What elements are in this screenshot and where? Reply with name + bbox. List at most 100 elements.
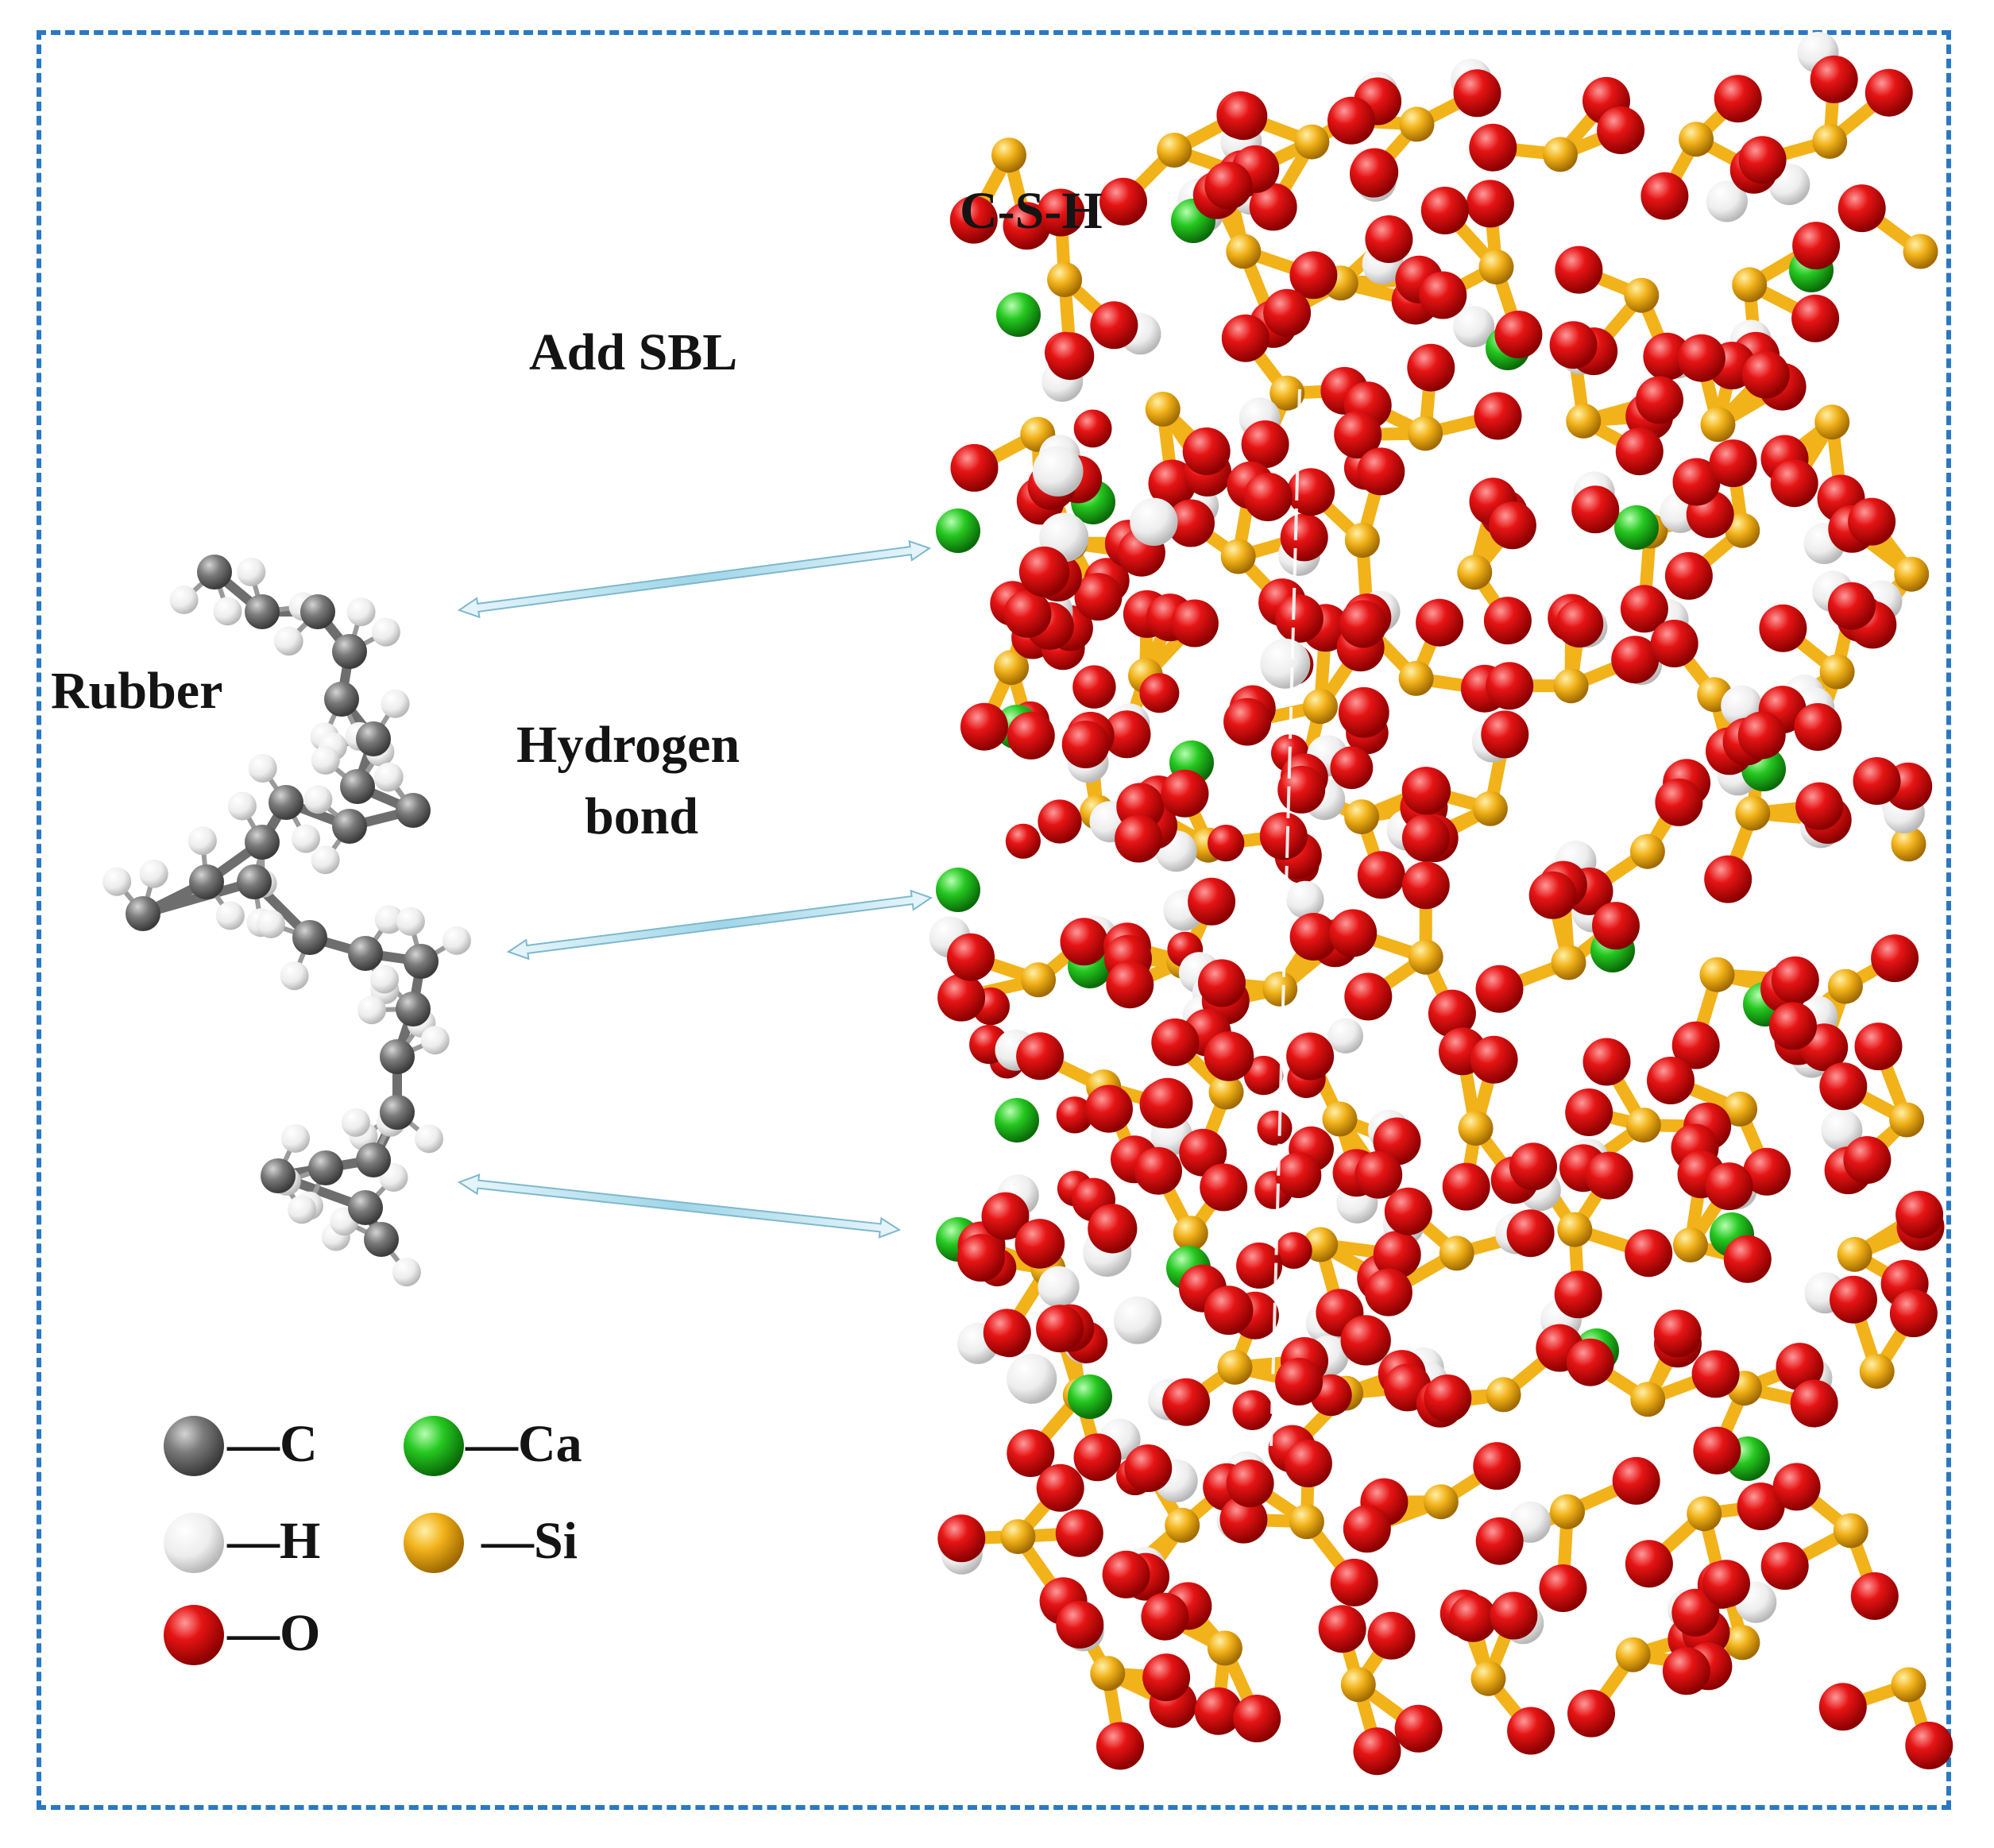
silicon-atom xyxy=(1478,249,1514,285)
silicon-atom xyxy=(1165,1507,1200,1543)
oxygen-atom xyxy=(1470,1035,1518,1084)
oxygen-atom xyxy=(1139,673,1180,713)
oxygen-atom xyxy=(1428,989,1476,1038)
oxygen-atom xyxy=(1655,778,1703,826)
oxygen-atom xyxy=(1848,497,1896,546)
silicon-atom xyxy=(1294,124,1330,160)
hydrogen-atom xyxy=(227,791,257,821)
oxygen-atom xyxy=(1060,918,1108,966)
hydrogen-atom xyxy=(1007,1353,1057,1404)
hydrogen-atom xyxy=(1706,180,1748,222)
oxygen-atom xyxy=(1354,1150,1403,1199)
oxygen-atom xyxy=(1705,1162,1753,1211)
silicon-atom xyxy=(1629,833,1665,869)
oxygen-atom xyxy=(1401,861,1450,910)
oxygen-atom xyxy=(1723,1235,1772,1283)
carbon-atom xyxy=(300,594,335,629)
oxygen-atom xyxy=(1506,1209,1555,1258)
oxygen-atom xyxy=(1394,1704,1443,1753)
carbon-atom xyxy=(332,809,367,844)
oxygen-atom xyxy=(1204,1031,1254,1081)
oxygen-atom xyxy=(1259,812,1308,860)
oxygen-atom xyxy=(1073,409,1112,448)
oxygen-atom xyxy=(1036,1305,1084,1353)
oxygen-atom xyxy=(1151,1018,1200,1066)
calcium-atom xyxy=(936,508,980,553)
oxygen-atom xyxy=(1327,96,1375,145)
hydrogen-atom xyxy=(288,1195,317,1224)
oxygen-atom xyxy=(1737,711,1786,760)
silicon-atom xyxy=(1699,957,1735,992)
silicon-atom xyxy=(1457,555,1493,590)
carbon-atom xyxy=(340,769,375,804)
oxygen-atom xyxy=(1275,1358,1324,1405)
oxygen-atom xyxy=(1056,1600,1104,1649)
silicon-atom xyxy=(1208,1074,1244,1110)
oxygen-atom xyxy=(1407,343,1455,392)
carbon-atom xyxy=(380,1095,415,1130)
oxygen-atom xyxy=(1037,188,1085,237)
oxygen-atom xyxy=(1474,392,1522,440)
oxygen-atom xyxy=(1620,585,1668,633)
calcium-atom xyxy=(1068,1374,1112,1419)
oxygen-atom xyxy=(1795,782,1844,830)
oxygen-atom xyxy=(1488,501,1536,550)
oxygen-atom xyxy=(1486,662,1534,710)
silicon-atom xyxy=(1090,1656,1126,1691)
oxygen-atom xyxy=(1257,1110,1293,1146)
legend-item-calcium: —Ca xyxy=(466,1415,582,1473)
carbon-atom xyxy=(332,634,367,669)
oxygen-atom xyxy=(1597,106,1645,154)
oxygen-atom xyxy=(1837,184,1886,233)
oxygen-atom xyxy=(947,933,995,981)
hydrogen-atom xyxy=(213,597,242,626)
hydrogen-atom xyxy=(256,910,285,938)
oxygen-atom xyxy=(1357,447,1405,496)
oxygen-atom xyxy=(1871,934,1919,983)
silicon-atom xyxy=(1399,106,1435,142)
oxygen-atom xyxy=(1018,546,1070,597)
oxygen-atom xyxy=(1357,851,1405,899)
silicon-atom xyxy=(991,137,1026,173)
calcium-atom xyxy=(995,1098,1039,1142)
oxygen-atom xyxy=(1204,1285,1254,1336)
silicon-atom xyxy=(1439,1235,1474,1271)
oxygen-atom xyxy=(1643,332,1691,381)
carbon-atom xyxy=(126,896,160,931)
oxygen-atom xyxy=(1141,1592,1189,1641)
silicon-atom xyxy=(1679,122,1714,157)
silicon-atom xyxy=(1344,799,1379,835)
oxygen-atom xyxy=(1142,1077,1193,1129)
silicon-atom xyxy=(1812,123,1848,159)
c-c-bond xyxy=(138,877,259,918)
oxygen-atom xyxy=(983,1309,1031,1357)
oxygen-atom xyxy=(1263,288,1312,337)
oxygen-atom xyxy=(1046,332,1095,381)
hydrogen-bond-arrows xyxy=(457,539,933,1239)
oxygen-atom xyxy=(1403,767,1451,815)
oxygen-atom xyxy=(1442,1162,1490,1211)
silicon-atom xyxy=(1889,1102,1925,1138)
oxygen-atom xyxy=(1084,1084,1133,1133)
oxygen-atom xyxy=(1771,956,1819,1004)
oxygen-atom xyxy=(1672,458,1721,506)
rubber-label: Rubber xyxy=(51,662,223,720)
oxygen-atom xyxy=(1179,1128,1227,1177)
oxygen-atom xyxy=(1194,1687,1242,1735)
hydrogen-atom xyxy=(1453,306,1495,348)
legend-item-silicon: —Si xyxy=(481,1512,578,1570)
oxygen-atom xyxy=(1061,721,1110,768)
oxygen-atom xyxy=(1818,1683,1867,1731)
silicon-atom xyxy=(1814,404,1850,440)
oxygen-atom xyxy=(1241,420,1289,469)
carbon-atom xyxy=(396,992,431,1026)
silicon-atom xyxy=(1217,1349,1253,1385)
oxygen-atom xyxy=(1074,573,1123,621)
oxygen-atom xyxy=(1318,1605,1366,1653)
oxygen-atom xyxy=(1016,1032,1065,1081)
silicon-atom xyxy=(1819,654,1855,690)
legend-item-carbon: —C xyxy=(227,1415,318,1473)
oxygen-atom xyxy=(1647,1057,1695,1104)
silicon-atom xyxy=(1145,392,1181,427)
oxygen-atom xyxy=(1007,1429,1055,1477)
